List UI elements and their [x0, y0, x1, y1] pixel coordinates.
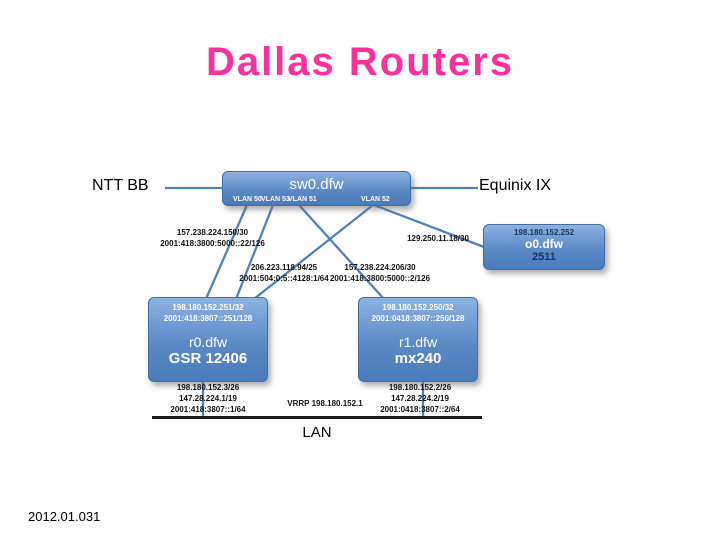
link-line-sw-r0-1 [204, 204, 249, 300]
switch-name: sw0.dfw [289, 176, 344, 193]
link-label-line: 129.250.11.18/30 [407, 234, 469, 243]
link-line-sw-r0-3 [253, 204, 374, 300]
r1-lan-ip: 147.28.224.2/19 [391, 393, 449, 403]
r1-model: mx240 [394, 349, 442, 367]
link-label-equinix-uplink: 157.238.224.206/30 2001:418:3800:5000::2… [316, 263, 444, 285]
ntt-bb-label: NTT BB [92, 177, 149, 194]
r0-lan-ip: 2001:418:3807::1/64 [170, 404, 246, 414]
link-line-sw-r1 [298, 204, 385, 300]
lan-bus-line [152, 416, 482, 419]
link-label-line: 206.223.118.94/25 [250, 263, 318, 272]
console-name: o0.dfw [525, 237, 563, 251]
router-node-r0: 198.180.152.251/32 2001:418:3807::251/12… [148, 297, 268, 382]
link-label-line: 157.238.224.150/30 [176, 228, 249, 237]
r0-model: GSR 12406 [168, 349, 248, 367]
console-node-o0: 198.180.152.252 o0.dfw 2511 [483, 224, 605, 270]
link-label-oob: 129.250.11.18/30 [402, 234, 474, 245]
lan-label: LAN [302, 424, 332, 441]
link-line-sw-o0 [373, 203, 485, 249]
r1-name: r1.dfw [398, 333, 438, 350]
vlan-53-label: VLAN 53 [261, 196, 290, 203]
r1-ipv4: 198.180.152.250/32 [382, 303, 454, 312]
r0-lan-ip: 147.28.224.1/19 [179, 393, 237, 403]
router-node-r1: 198.180.152.250/32 2001:0418:3807::250/1… [358, 297, 478, 382]
link-line-sw-r0-2 [234, 204, 275, 300]
r0-ipv4: 198.180.152.251/32 [172, 303, 244, 312]
link-label-line: 157.238.224.206/30 [344, 263, 416, 272]
vlan-52-label: VLAN 52 [361, 196, 390, 203]
page-title: Dallas Routers [205, 40, 515, 84]
equinix-ix-label: Equinix IX [479, 177, 552, 194]
r0-name: r0.dfw [188, 333, 228, 350]
link-label-line: 2001:418:3800:5000::2/126 [329, 273, 431, 283]
link-label-line: 2001:504:0:5::4128:1/64 [239, 273, 329, 283]
console-ip: 198.180.152.252 [513, 228, 575, 237]
switch-node-sw0: sw0.dfw VLAN 50 VLAN 53 VLAN 51 VLAN 52 [222, 171, 411, 206]
vlan-50-label: VLAN 50 [233, 196, 262, 203]
vrrp-label: VRRP 198.180.152.1 [287, 399, 363, 408]
r1-lan-ip: 2001:0418:3807::2/64 [380, 404, 460, 414]
r1-lan-addresses: 198.180.152.2/26 147.28.224.2/19 2001:04… [370, 383, 470, 415]
vlan-51-label: VLAN 51 [288, 196, 317, 203]
link-label-ix-peering: 206.223.118.94/25 2001:504:0:5::4128:1/6… [230, 263, 338, 285]
link-label-line: 2001:418:3800:5000::22/126 [160, 238, 265, 248]
r0-lan-ip: 198.180.152.3/26 [176, 383, 240, 392]
r1-lan-ip: 198.180.152.2/26 [388, 383, 452, 392]
r0-lan-addresses: 198.180.152.3/26 147.28.224.1/19 2001:41… [158, 383, 258, 415]
link-label-ntt-uplink: 157.238.224.150/30 2001:418:3800:5000::2… [145, 228, 280, 250]
r1-ipv6: 2001:0418:3807::250/128 [371, 313, 465, 323]
r0-ipv6: 2001:418:3807::251/128 [163, 313, 253, 323]
slide-footer-date: 2012.01.031 [28, 509, 101, 524]
console-model: 2511 [532, 251, 556, 264]
